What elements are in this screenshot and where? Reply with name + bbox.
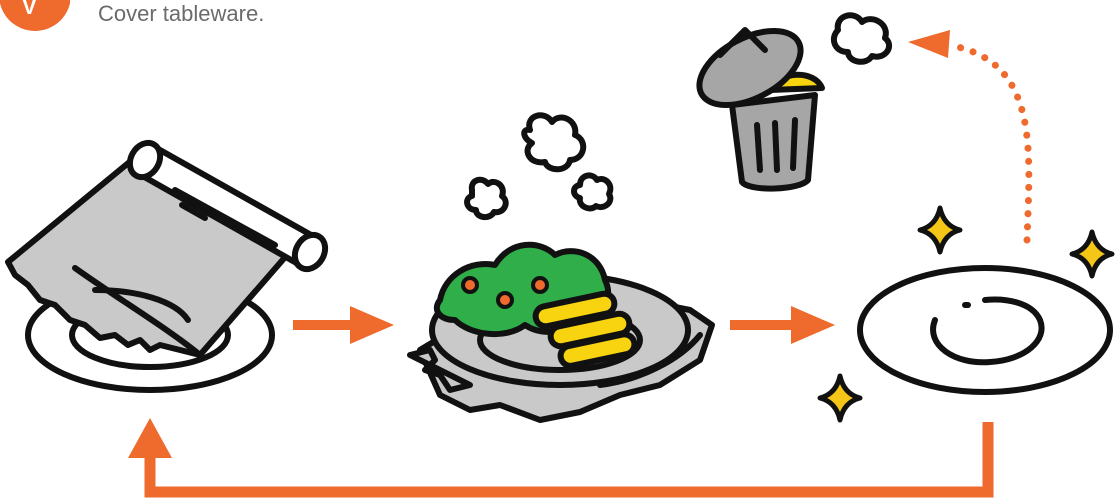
food-on-wrapped-plate-icon: [410, 115, 712, 420]
arrow-wrap-to-food: [293, 306, 394, 344]
return-arrow: [128, 418, 988, 492]
dotted-arrow-to-trash: [908, 30, 1029, 240]
arrow-food-to-clean-plate: [730, 306, 835, 344]
clean-plate-icon: [860, 268, 1110, 392]
trash-bin-icon: [687, 15, 889, 188]
plastic-wrap-roll-over-plate-icon: [8, 137, 331, 390]
